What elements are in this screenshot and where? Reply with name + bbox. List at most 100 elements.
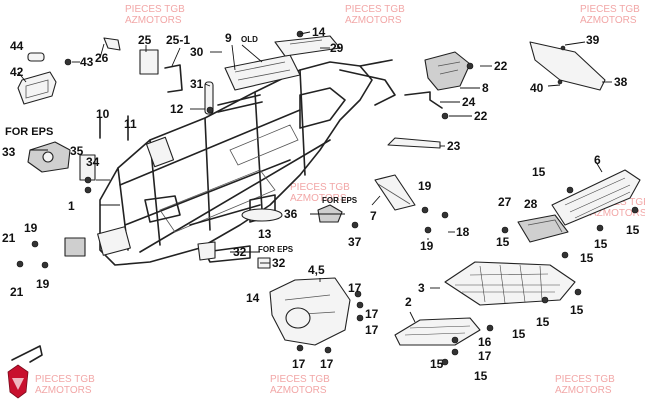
callout-22-bottom: 22 xyxy=(474,109,488,123)
callout-1: 1 xyxy=(68,199,75,213)
callout-31: 31 xyxy=(190,77,204,91)
callout-15-c: 15 xyxy=(594,237,608,251)
callout-29: 29 xyxy=(330,41,344,55)
part-3-skid-plate xyxy=(444,261,576,306)
callout-14-bottom: 14 xyxy=(246,291,260,305)
callout-37: 37 xyxy=(348,235,362,249)
callout-15-j: 15 xyxy=(474,369,488,383)
part-4-5-side-cover xyxy=(269,277,351,346)
part-35-34-bolts xyxy=(79,154,110,194)
part-26-clip xyxy=(103,37,121,51)
callout-24: 24 xyxy=(462,95,476,109)
callout-23: 23 xyxy=(447,139,461,153)
part-29-cover xyxy=(274,35,341,57)
part-25-1 xyxy=(164,64,183,93)
callout-25-1: 25-1 xyxy=(166,33,190,47)
callout-15-i: 15 xyxy=(430,357,444,371)
callout-35: 35 xyxy=(70,144,84,158)
part-20-block xyxy=(64,237,86,257)
watermark-line: PIECES TGB xyxy=(345,4,405,15)
callout-42: 42 xyxy=(10,65,24,79)
callout-10: 10 xyxy=(96,107,110,121)
callout-43: 43 xyxy=(80,55,94,69)
part-28-box xyxy=(517,214,569,243)
watermark-line: AZMOTORS xyxy=(35,385,92,396)
callout-34: 34 xyxy=(86,155,100,169)
annotation-for-eps-low: FOR EPS xyxy=(258,245,294,254)
callout-7: 7 xyxy=(370,209,377,223)
callout-21-b: 21 xyxy=(10,285,24,299)
annotation-for-eps-mid: FOR EPS xyxy=(322,196,358,205)
callout-17-c: 17 xyxy=(365,323,379,337)
main-frame xyxy=(97,59,396,266)
part-44-plug xyxy=(27,52,45,62)
watermark-line: AZMOTORS xyxy=(125,15,182,26)
callout-30: 30 xyxy=(190,45,204,59)
part-38-panel xyxy=(529,41,606,91)
part-36-eps xyxy=(317,204,343,223)
annotation-old: OLD xyxy=(241,35,258,44)
callout-8: 8 xyxy=(482,81,489,95)
part-42-bracket xyxy=(17,71,57,105)
callout-21-a: 21 xyxy=(2,231,16,245)
part-33-eps-bracket xyxy=(27,141,71,173)
callout-33: 33 xyxy=(2,145,16,159)
bolt-group xyxy=(16,30,639,366)
callout-15-f: 15 xyxy=(536,315,550,329)
part-23-bar xyxy=(387,137,441,149)
callout-19-b: 19 xyxy=(420,239,434,253)
callout-19-a: 19 xyxy=(418,179,432,193)
callout-13: 13 xyxy=(258,227,272,241)
part-7-rail xyxy=(374,174,416,211)
part-bracket-small xyxy=(11,345,43,363)
part-9-harness xyxy=(217,54,301,113)
watermark-line: PIECES TGB xyxy=(555,374,615,385)
watermark-line: AZMOTORS xyxy=(555,385,612,396)
part-24-bar xyxy=(404,91,443,109)
callout-32-b: 32 xyxy=(272,256,286,270)
part-6-skid-plate xyxy=(551,169,641,226)
callout-17-b: 17 xyxy=(365,307,379,321)
callout-40: 40 xyxy=(530,81,544,95)
watermark-line: AZMOTORS xyxy=(345,15,402,26)
watermark-line: AZMOTORS xyxy=(590,208,645,219)
watermark-line: AZMOTORS xyxy=(580,15,637,26)
annotation-for-eps-left: FOR EPS xyxy=(5,126,53,138)
callout-36: 36 xyxy=(284,207,298,221)
callout-19-d: 19 xyxy=(36,277,50,291)
callout-19-c: 19 xyxy=(24,221,38,235)
callout-15-d: 15 xyxy=(580,251,594,265)
callout-38: 38 xyxy=(614,75,628,89)
callout-15-e: 15 xyxy=(496,235,510,249)
callout-9: 9 xyxy=(225,31,232,45)
callout-2: 2 xyxy=(405,295,412,309)
bolt-43 xyxy=(64,58,72,66)
watermark-line: PIECES TGB xyxy=(270,374,330,385)
callout-3: 3 xyxy=(418,281,425,295)
callout-26: 26 xyxy=(95,51,109,65)
watermark-line: AZMOTORS xyxy=(290,193,347,204)
callout-15-a: 15 xyxy=(532,165,546,179)
callout-16: 16 xyxy=(478,335,492,349)
watermark-line: PIECES TGB xyxy=(290,182,350,193)
callout-17-f: 17 xyxy=(478,349,492,363)
callout-15-h: 15 xyxy=(512,327,526,341)
callout-27: 27 xyxy=(498,195,512,209)
callout-18: 18 xyxy=(456,225,470,239)
callout-28: 28 xyxy=(524,197,538,211)
shield-logo-icon xyxy=(7,364,29,399)
part-25-plate xyxy=(139,49,159,75)
watermark-line: AZMOTORS xyxy=(270,385,327,396)
callout-17-a: 17 xyxy=(348,281,362,295)
callout-22-top: 22 xyxy=(494,59,508,73)
part-2-lower-plate xyxy=(394,317,481,346)
callout-32-a: 32 xyxy=(233,245,247,259)
callout-14-top: 14 xyxy=(312,25,326,39)
callout-15-b: 15 xyxy=(626,223,640,237)
callout-11: 11 xyxy=(124,117,137,131)
callout-39: 39 xyxy=(586,33,600,47)
watermark-line: PIECES TGB xyxy=(580,4,640,15)
callout-6: 6 xyxy=(594,153,601,167)
